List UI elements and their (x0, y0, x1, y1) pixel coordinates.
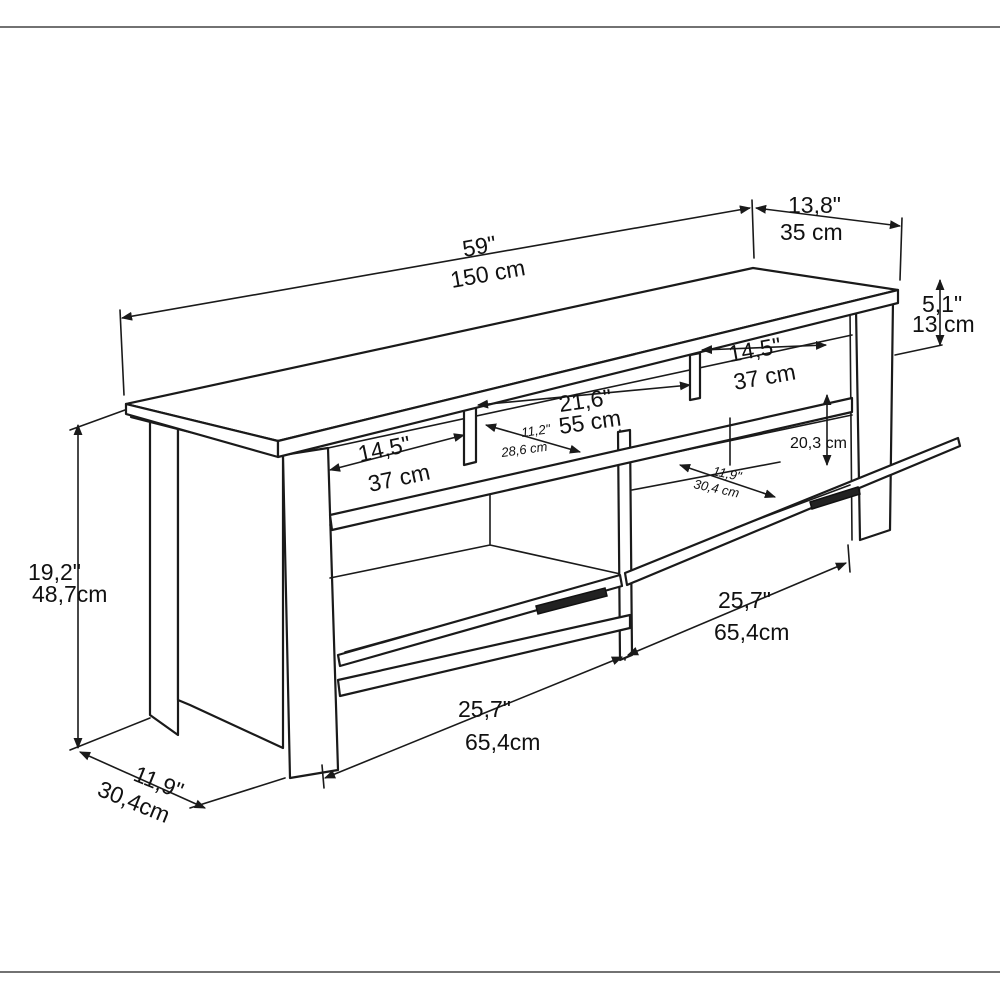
top-thickness-cm-label: 13 cm (912, 311, 975, 337)
depth-in-label: 13,8" (788, 192, 841, 218)
width-in-label: 59" (460, 230, 498, 261)
top-right-edge (276, 288, 900, 459)
left-door-cm-label: 65,4cm (465, 729, 540, 755)
left-shelf-cm-label: 37 cm (366, 458, 433, 496)
middle-shelf (328, 396, 854, 532)
center-shelf-depth-in-label: 11,2" (520, 421, 552, 440)
tv-stand-drawing (124, 266, 962, 780)
bottom-rail (336, 613, 632, 698)
depth-cm-label: 35 cm (780, 219, 843, 245)
left-front-post (281, 446, 340, 780)
inner-depth-in-label: 11,9" (711, 463, 744, 484)
left-side-panel (129, 414, 180, 737)
left-side-inner-face (176, 427, 285, 750)
upper-right-divider (688, 351, 702, 402)
right-door-cm-label: 65,4cm (714, 619, 789, 645)
height-cm-label: 48,7cm (32, 581, 107, 607)
top-thickness-in-label: 5,1" (922, 291, 962, 317)
left-door-in-label: 25,7" (458, 696, 511, 722)
center-shelf-depth-cm-label: 28,6 cm (499, 439, 548, 460)
right-handle (809, 486, 861, 510)
height-in-label: 19,2" (28, 559, 81, 585)
left-handle (535, 587, 608, 615)
width-cm-label: 150 cm (448, 254, 527, 293)
dimension-lines (69, 199, 945, 809)
right-side-panel (854, 298, 895, 542)
right-door-flap (623, 436, 962, 587)
door-height-label: 20,3 cm (790, 435, 847, 452)
right-door-in-label: 25,7" (718, 587, 771, 613)
